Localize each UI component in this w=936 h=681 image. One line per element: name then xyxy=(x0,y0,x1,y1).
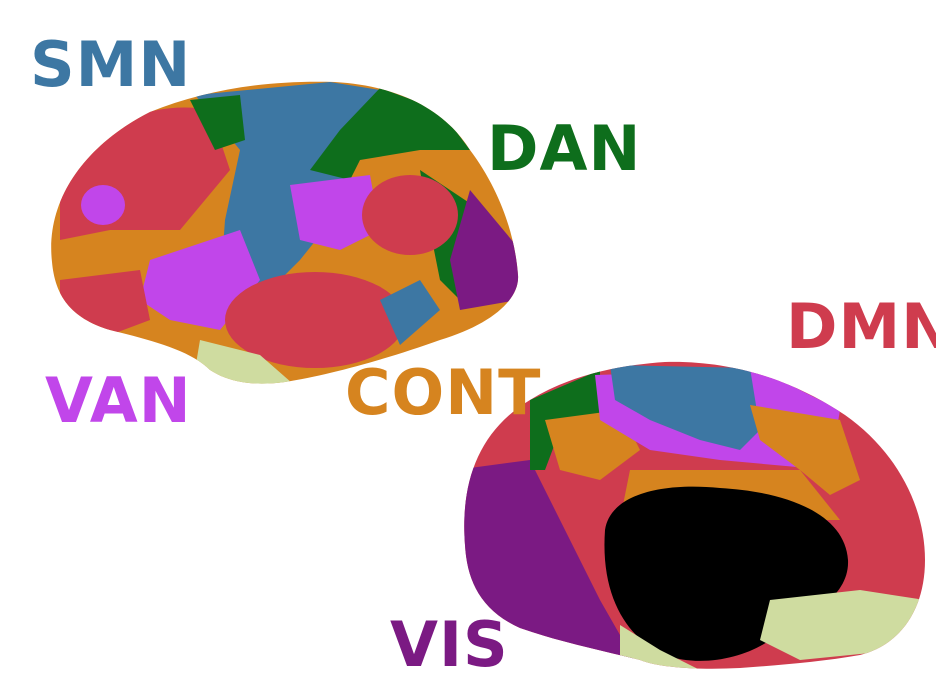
region-limbic xyxy=(760,590,925,660)
label-smn: SMN xyxy=(30,34,191,96)
label-dan: DAN xyxy=(487,118,641,180)
region-van xyxy=(81,185,125,225)
label-vis: VIS xyxy=(390,614,509,676)
label-dmn: DMN xyxy=(786,296,936,358)
lateral-hemisphere xyxy=(40,70,530,400)
region-dmn xyxy=(362,175,458,255)
label-cont: CONT xyxy=(345,362,541,424)
label-van: VAN xyxy=(45,370,192,432)
